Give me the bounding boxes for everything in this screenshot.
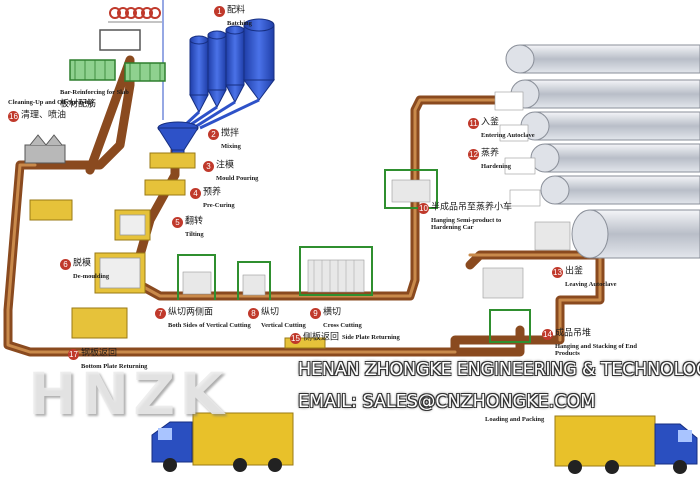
company-email: EMAIL: SALES@CNZHONGKE.COM: [298, 392, 596, 412]
loading-label: Loading and Packing: [485, 416, 545, 423]
rebar-frames: [69, 29, 166, 82]
oil-spray-station: [24, 134, 66, 164]
truck-right: [554, 415, 698, 474]
bar-reinforcing-en: Bar-Reinforcing for Slab: [60, 89, 129, 96]
company-name: HENAN ZHONGKE ENGINEERING & TECHNOLOGY: [298, 360, 700, 380]
rebar-rolls: [109, 7, 161, 19]
bar-reinforcing-label: Bar-Reinforcing for Slab 板材配筋: [60, 89, 129, 114]
autoclaves: [505, 44, 700, 259]
truck-left: [151, 412, 294, 472]
mixer: [157, 121, 199, 159]
silos: [189, 18, 275, 114]
cutting-machines: [177, 169, 531, 343]
bar-reinforcing-cn: 板材配筋: [60, 99, 97, 110]
brand-logo: HNZK: [28, 360, 229, 428]
